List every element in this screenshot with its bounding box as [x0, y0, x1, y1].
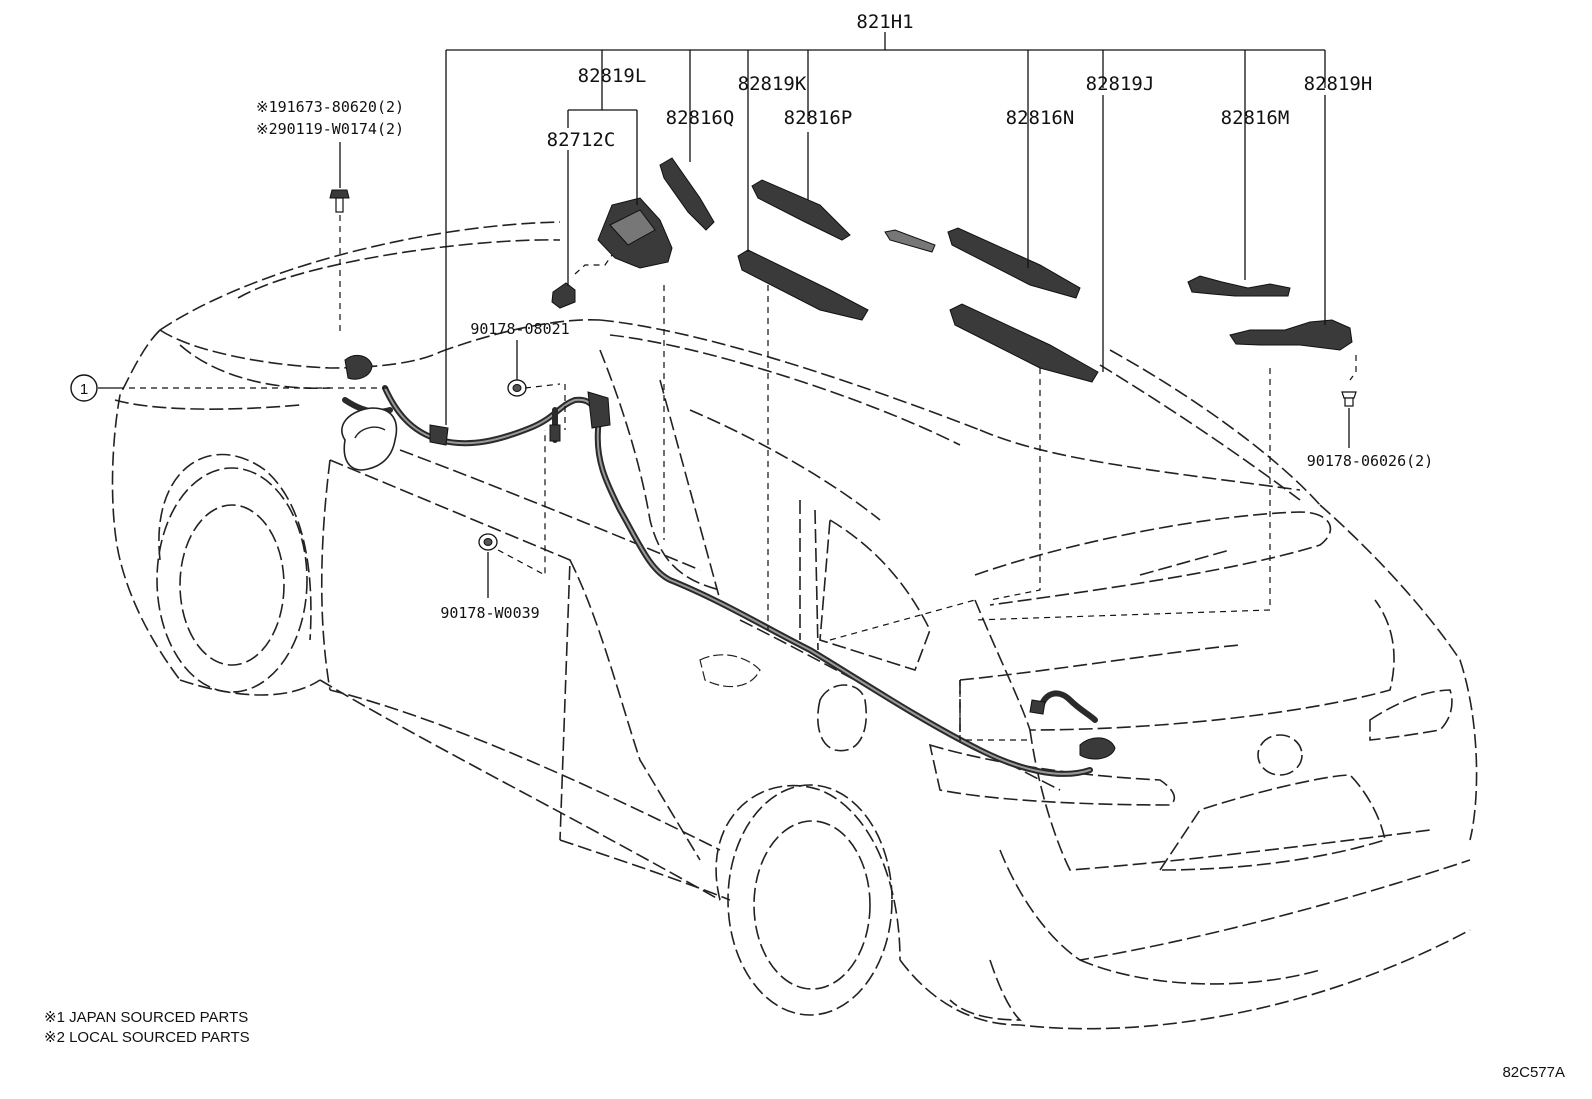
label-82819L: 82819L [578, 65, 647, 87]
label-90178-08021: 90178-08021 [470, 320, 569, 338]
part-82712C [551, 282, 576, 309]
note-japan-sourced: ※1 JAPAN SOURCED PARTS [44, 1009, 248, 1026]
label-82816Q: 82816Q [666, 107, 735, 129]
part-82819H [1229, 319, 1353, 351]
label-82816M: 82816M [1221, 107, 1290, 129]
note-local-sourced: ※2 LOCAL SOURCED PARTS [44, 1029, 250, 1046]
part-82819K [737, 249, 869, 321]
part-82816M [1187, 275, 1291, 297]
assembly-dashed-lines [118, 215, 1357, 741]
callout-1-number: 1 [80, 381, 88, 398]
label-screw-japan: ※191673-80620(2) [256, 98, 404, 116]
part-82816P [751, 179, 851, 241]
leader-lines [98, 32, 1350, 598]
label-82816N: 82816N [1006, 107, 1075, 129]
callout-1: 1 [70, 374, 98, 402]
label-screw-local: ※290119-W0174(2) [256, 120, 404, 138]
label-82819K: 82819K [738, 73, 807, 95]
label-821H1: 821H1 [856, 11, 913, 33]
label-82816P: 82816P [784, 107, 853, 129]
part-82816Q [659, 157, 715, 231]
label-90178-06026: 90178-06026(2) [1307, 452, 1433, 470]
label-82712C: 82712C [547, 129, 616, 151]
part-82819J [949, 303, 1099, 383]
clip-icon [1341, 391, 1357, 407]
label-90178-W0039: 90178-W0039 [440, 604, 539, 622]
part-82816N [947, 227, 1081, 299]
side-mirror [341, 407, 398, 471]
clip-icon [507, 379, 527, 397]
label-82819H: 82819H [1304, 73, 1373, 95]
figure-code: 82C577A [1502, 1064, 1565, 1081]
wire-harness [342, 354, 1116, 777]
screw-icon [329, 189, 350, 213]
clip-icon [478, 533, 498, 551]
label-82819J: 82819J [1086, 73, 1155, 95]
